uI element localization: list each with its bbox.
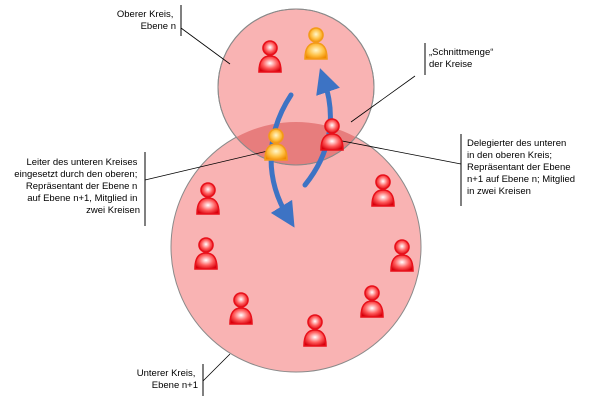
delegate-person-leader-line <box>336 139 462 165</box>
lower-circle-label: Unterer Kreis, Ebene n+1 <box>137 368 198 391</box>
upper-circle-label: Oberer Kreis, Ebene n <box>117 9 176 32</box>
delegate-label: Delegierter des unteren in den oberen Kr… <box>467 138 578 197</box>
upper-circle-outline <box>217 8 375 166</box>
lower-circle-leader-line <box>202 353 231 382</box>
intersection-label: „Schnittmenge“ der Kreise <box>429 47 496 70</box>
upper-circle-leader-line <box>180 27 231 65</box>
leader-lines <box>144 27 462 382</box>
leader-label: Leiter des unteren Kreises eingesetzt du… <box>14 157 140 216</box>
label-brackets <box>144 5 462 396</box>
intersection-leader-line <box>350 75 416 123</box>
leader-person-leader-line <box>144 149 273 181</box>
